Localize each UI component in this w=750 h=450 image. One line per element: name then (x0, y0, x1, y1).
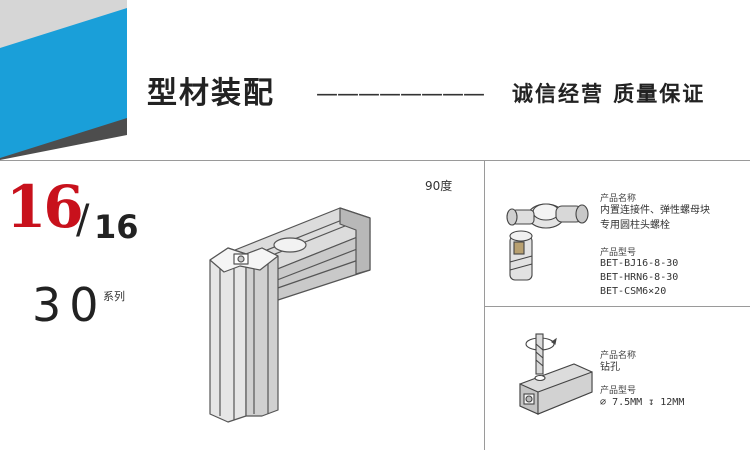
profile-assembly-image (209, 207, 371, 423)
fastener-model-2: BET-HRN6-8-30 (600, 272, 679, 283)
drilling-name: 钻孔 (600, 362, 620, 373)
fastener-name-line1: 内置连接件、弹性螺母块 (600, 205, 710, 216)
fastener-name-line2: 专用圆柱头螺栓 (600, 220, 670, 231)
fastener-name-heading: 产品名称 (600, 194, 637, 204)
drilling-model-heading: 产品型号 (600, 386, 637, 396)
divider-right (484, 306, 750, 307)
title-dash-line: ———————— (316, 82, 485, 107)
angle-label: 90度 (425, 179, 453, 193)
fastener-model-heading: 产品型号 (600, 248, 637, 258)
diameter-icon: ∅ (600, 397, 607, 408)
divider-top (0, 160, 750, 161)
drilling-name-heading: 产品名称 (600, 351, 637, 361)
divider-vertical (484, 160, 485, 450)
fastener-model-1: BET-BJ16-8-30 (600, 258, 679, 269)
diameter-value: 7.5MM (612, 397, 643, 408)
depth-icon: ↧ (648, 397, 655, 408)
slogan-text: 诚信经营 质量保证 (512, 82, 706, 106)
drilling-image (519, 333, 593, 415)
series-label: 系列 (103, 290, 125, 303)
drilling-spec: ∅ 7.5MM ↧ 12MM (600, 397, 684, 409)
profile-size-primary: 16 (6, 173, 84, 241)
series-number: 30 (32, 278, 107, 332)
fastener-model-3: BET-CSM6×20 (600, 286, 667, 297)
profile-size-slash: / (76, 197, 90, 243)
profile-size-secondary: 16 (94, 208, 139, 246)
header-banner-shapes (0, 0, 127, 160)
depth-value: 12MM (660, 397, 685, 408)
page-title: 型材装配 (147, 76, 275, 111)
connector-fastener-image (506, 203, 589, 281)
